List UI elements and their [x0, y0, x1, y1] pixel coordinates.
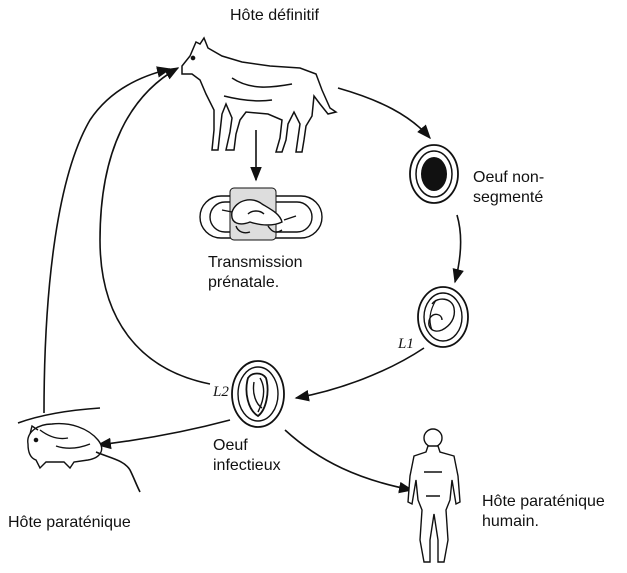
label-human-paratenic-host: Hôte paraténique humain.: [482, 492, 605, 532]
arrow-mouse-to-dog: [44, 69, 170, 413]
label-prenatal-transmission: Transmission prénatale.: [208, 253, 303, 293]
label-prenatal-line-1: Transmission: [208, 253, 303, 273]
mouse-platform-line: [18, 408, 100, 423]
label-egg-unsegmented-line-1: Oeuf non-: [473, 168, 544, 188]
egg-unsegmented-icon: [410, 145, 458, 203]
arrow-l2-to-mouse: [98, 420, 230, 445]
label-prenatal-line-2: prénatale.: [208, 273, 303, 293]
arrow-l1-to-l2: [296, 348, 424, 398]
arrow-egg-to-l1: [455, 215, 461, 282]
arrow-l2-to-human: [285, 430, 412, 490]
label-egg-unsegmented: Oeuf non- segmenté: [473, 168, 544, 208]
label-human-paratenic-line-2: humain.: [482, 512, 605, 532]
egg-l2-larva-icon: [232, 361, 284, 427]
arrow-dog-to-egg: [338, 88, 430, 138]
title-definitive-host: Hôte définitif: [230, 6, 319, 26]
label-paratenic-host: Hôte paraténique: [8, 513, 131, 533]
egg-l1-larva-icon: [418, 287, 468, 347]
label-egg-infective-line-2: infectieux: [213, 456, 281, 476]
label-egg-infective: Oeuf infectieux: [213, 436, 281, 476]
tag-larva-l2: L2: [213, 384, 229, 401]
dog-icon: [182, 38, 336, 152]
human-figure-icon: [408, 429, 460, 562]
arrow-l2-to-dog: [100, 68, 210, 384]
tag-larva-l1: L1: [398, 336, 414, 353]
label-egg-unsegmented-line-2: segmenté: [473, 188, 544, 208]
label-egg-infective-line-1: Oeuf: [213, 436, 281, 456]
label-human-paratenic-line-1: Hôte paraténique: [482, 492, 605, 512]
puppy-in-uterus-icon: [200, 188, 322, 240]
mouse-icon: [28, 424, 140, 492]
